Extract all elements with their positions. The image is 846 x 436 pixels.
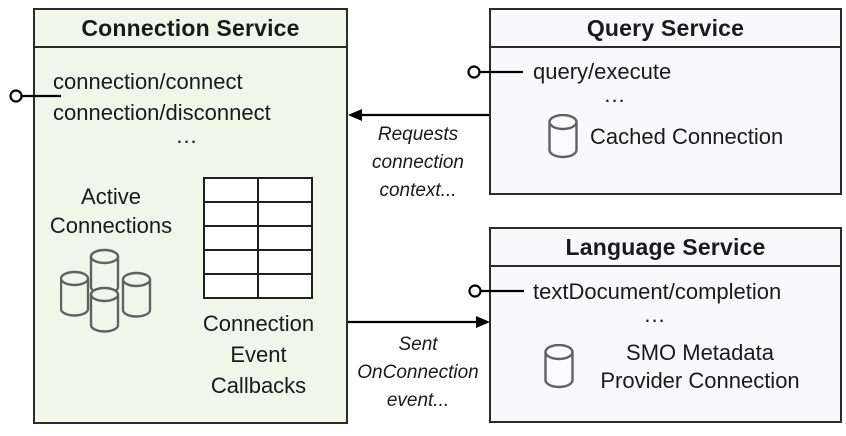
requests-arrow bbox=[348, 109, 489, 121]
query-service-methods: query/execute ... bbox=[533, 57, 697, 107]
query-service-title: Query Service bbox=[491, 10, 840, 48]
smo-connection-row: SMO Metadata Provider Connection bbox=[543, 339, 816, 395]
sent-event-annotation: Sent OnConnection event... bbox=[357, 334, 479, 411]
method-connection-connect: connection/connect bbox=[53, 69, 243, 94]
connection-service-box: Connection Service connection/connect co… bbox=[33, 8, 348, 424]
methods-ellipsis: ... bbox=[176, 123, 198, 148]
language-service-methods: textDocument/completion ... bbox=[533, 277, 782, 327]
language-service-title: Language Service bbox=[491, 229, 840, 267]
table-cell bbox=[205, 275, 257, 297]
connection-service-title: Connection Service bbox=[35, 10, 346, 48]
cached-connection-label: Cached Connection bbox=[590, 124, 784, 149]
connection-service-methods: connection/connect connection/disconnect… bbox=[53, 66, 321, 148]
database-cluster-icon bbox=[60, 248, 152, 333]
table-cell bbox=[259, 203, 311, 225]
table-cell bbox=[259, 251, 311, 273]
query-service-box: Query Service query/execute ... Cached C… bbox=[489, 8, 842, 195]
sent-event-arrow bbox=[348, 316, 490, 328]
table-cell bbox=[205, 251, 257, 273]
database-icon bbox=[548, 114, 578, 159]
method-query-execute: query/execute bbox=[533, 59, 672, 84]
method-textdocument-completion: textDocument/completion bbox=[533, 279, 782, 304]
cached-connection-row: Cached Connection bbox=[547, 114, 783, 160]
method-connection-disconnect: connection/disconnect bbox=[53, 100, 271, 125]
methods-ellipsis: ... bbox=[604, 82, 626, 107]
callbacks-label: Connection Event Callbacks bbox=[202, 311, 315, 398]
callbacks-table-icon bbox=[203, 177, 313, 299]
methods-ellipsis: ... bbox=[644, 302, 666, 327]
database-icon bbox=[544, 344, 574, 389]
smo-connection-label: SMO Metadata Provider Connection bbox=[600, 340, 800, 393]
table-cell bbox=[205, 203, 257, 225]
requests-annotation: Requests connection context... bbox=[372, 124, 464, 201]
table-cell bbox=[259, 227, 311, 249]
table-cell bbox=[259, 179, 311, 201]
active-connections-label: Active Connections bbox=[49, 184, 173, 238]
language-service-box: Language Service textDocument/completion… bbox=[489, 227, 842, 423]
table-cell bbox=[205, 227, 257, 249]
table-cell bbox=[205, 179, 257, 201]
table-cell bbox=[259, 275, 311, 297]
